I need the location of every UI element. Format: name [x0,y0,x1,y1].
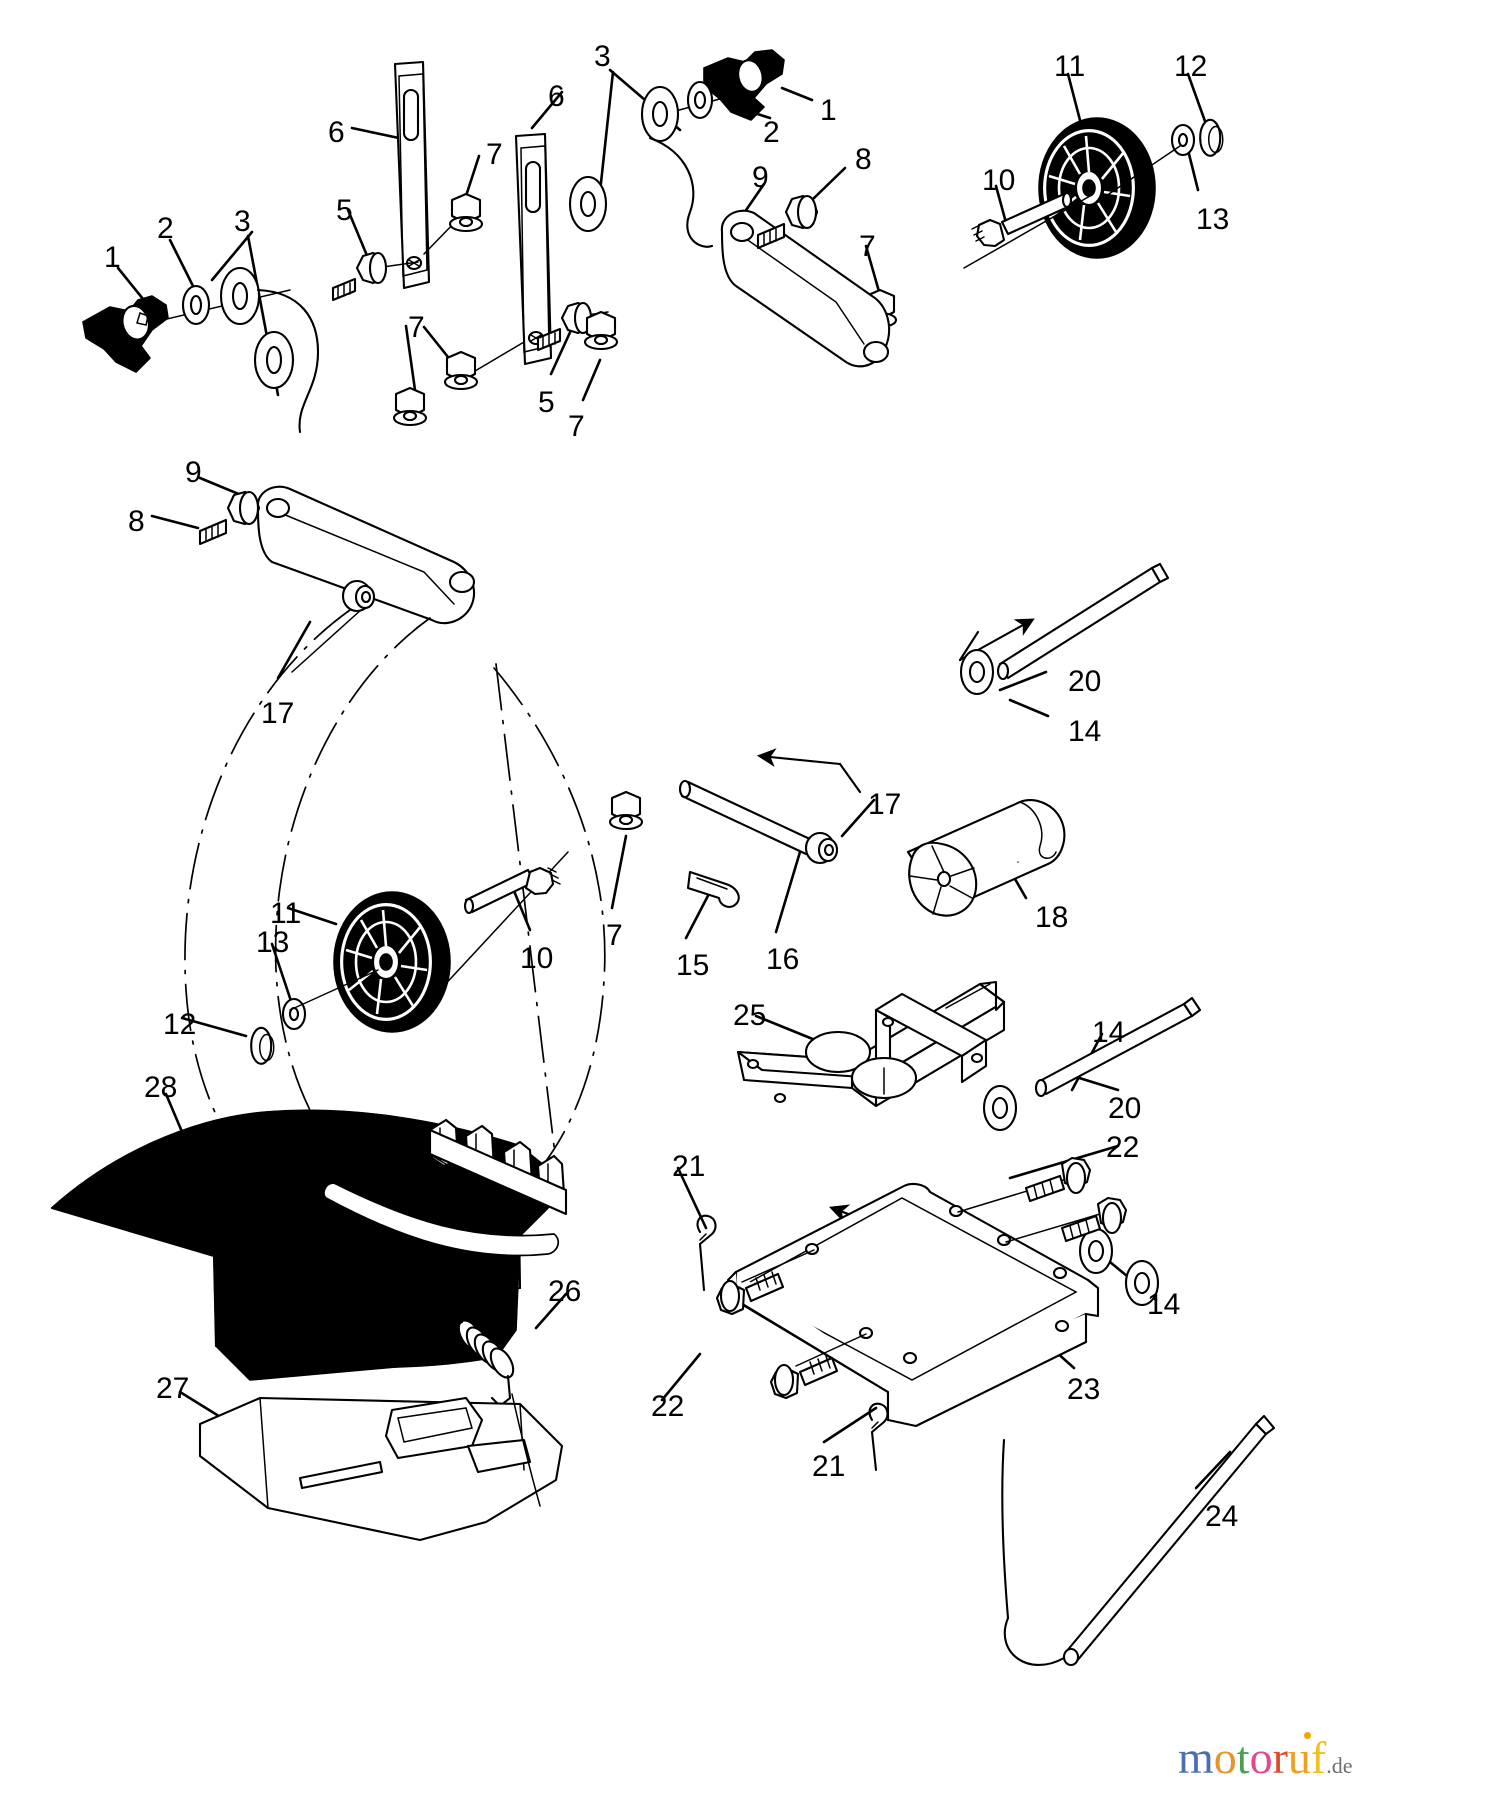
flange-nut-7-e [608,790,644,910]
flat-bar-bracket-right [514,90,564,366]
callout-17: 17 [261,697,295,730]
screw-22-left-upper [715,1249,815,1316]
callout-9: 9 [752,161,769,194]
motoruf-watermark: motoruf.de [1178,1732,1353,1783]
screw-22-left-lower [769,1333,867,1400]
torsion-spring-26 [414,1319,515,1408]
screw-22-upper [957,1156,1092,1213]
callout-15: 15 [676,949,710,982]
callout-12: 12 [1174,50,1208,83]
callout-7: 7 [859,230,876,263]
bracket-27 [198,1396,564,1542]
callout-9: 9 [185,456,202,489]
callout-20: 20 [1068,665,1102,698]
callout-6: 6 [328,116,345,149]
flange-nut-7-top-right [392,324,428,427]
callout-13: 13 [256,926,290,959]
callout-26: 26 [548,1275,582,1308]
swing-arm-upper [720,166,891,368]
flat-bar-bracket-left [350,60,431,290]
frame-23 [660,1144,1276,1667]
callout-22: 22 [651,1390,685,1423]
callout-27: 27 [156,1372,190,1405]
callout-25: 25 [733,999,767,1032]
callout-14: 14 [1068,715,1102,748]
watermark-letter-5: u [1287,1732,1311,1783]
callout-14: 14 [1147,1288,1181,1321]
callout-1: 1 [104,241,121,274]
callout-28: 28 [144,1071,178,1104]
watermark-tld: .de [1326,1753,1353,1778]
watermark-letter-4: r [1272,1732,1288,1783]
hairpin-clip-21-upper [696,1214,717,1292]
callout-21: 21 [672,1150,706,1183]
callout-8: 8 [855,143,872,176]
screw-22-lower [1005,1196,1128,1243]
knob-washer-stack-center [568,49,814,248]
callout-2: 2 [157,212,174,245]
flange-nut-7-c [581,310,619,402]
callout-3: 3 [234,205,251,238]
callout-23: 23 [1067,1373,1101,1406]
callout-12: 12 [163,1008,197,1041]
watermark-letter-1: o [1213,1732,1237,1783]
watermark-letter-0: m [1178,1732,1214,1783]
callout-6: 6 [548,80,565,113]
callout-20: 20 [1108,1092,1142,1125]
callout-16: 16 [766,943,800,976]
callout-18: 18 [1035,901,1069,934]
callout-14: 14 [1092,1016,1126,1049]
roller-assembly [906,562,1170,917]
wheel-assembly-upper-right [963,72,1224,269]
knob-washer-stack-left [82,230,320,434]
rod-20-lower [982,996,1202,1132]
wheel-assembly-middle [180,851,569,1065]
callout-21: 21 [812,1450,846,1483]
callout-3: 3 [594,40,611,73]
hairpin-clip-21-lower [868,1402,889,1472]
callout-17: 17 [868,788,902,821]
callout-2: 2 [763,116,780,149]
callout-10: 10 [982,164,1016,197]
callout-7: 7 [486,138,503,171]
grass-catcher-assembly [50,1092,568,1542]
callout-1: 1 [820,94,837,127]
flange-nut-7-a [423,154,484,255]
callout-11: 11 [1054,50,1086,83]
callout-8: 8 [128,505,145,538]
callout-24: 24 [1205,1500,1239,1533]
watermark-dot-accent [1304,1732,1311,1739]
axle-rod-and-cotter [678,748,876,940]
flange-nut-7-b [422,325,525,391]
callout-13: 13 [1196,203,1230,236]
shoulder-bolt-5-left [331,208,419,302]
callout-5: 5 [336,194,353,227]
catcher-clips [428,1118,568,1216]
callout-5: 5 [538,386,555,419]
mounting-tray-25 [736,980,1006,1108]
callout-22: 22 [1106,1131,1140,1164]
callout-11: 11 [270,897,302,930]
callout-7: 7 [568,410,585,443]
swing-arm-middle-left [150,476,606,1243]
watermark-letter-2: t [1236,1732,1250,1783]
callout-7: 7 [606,919,623,952]
callout-10: 10 [520,942,554,975]
watermark-letter-3: o [1249,1732,1273,1783]
watermark-letter-6: f [1310,1732,1327,1783]
callout-7: 7 [408,311,425,344]
